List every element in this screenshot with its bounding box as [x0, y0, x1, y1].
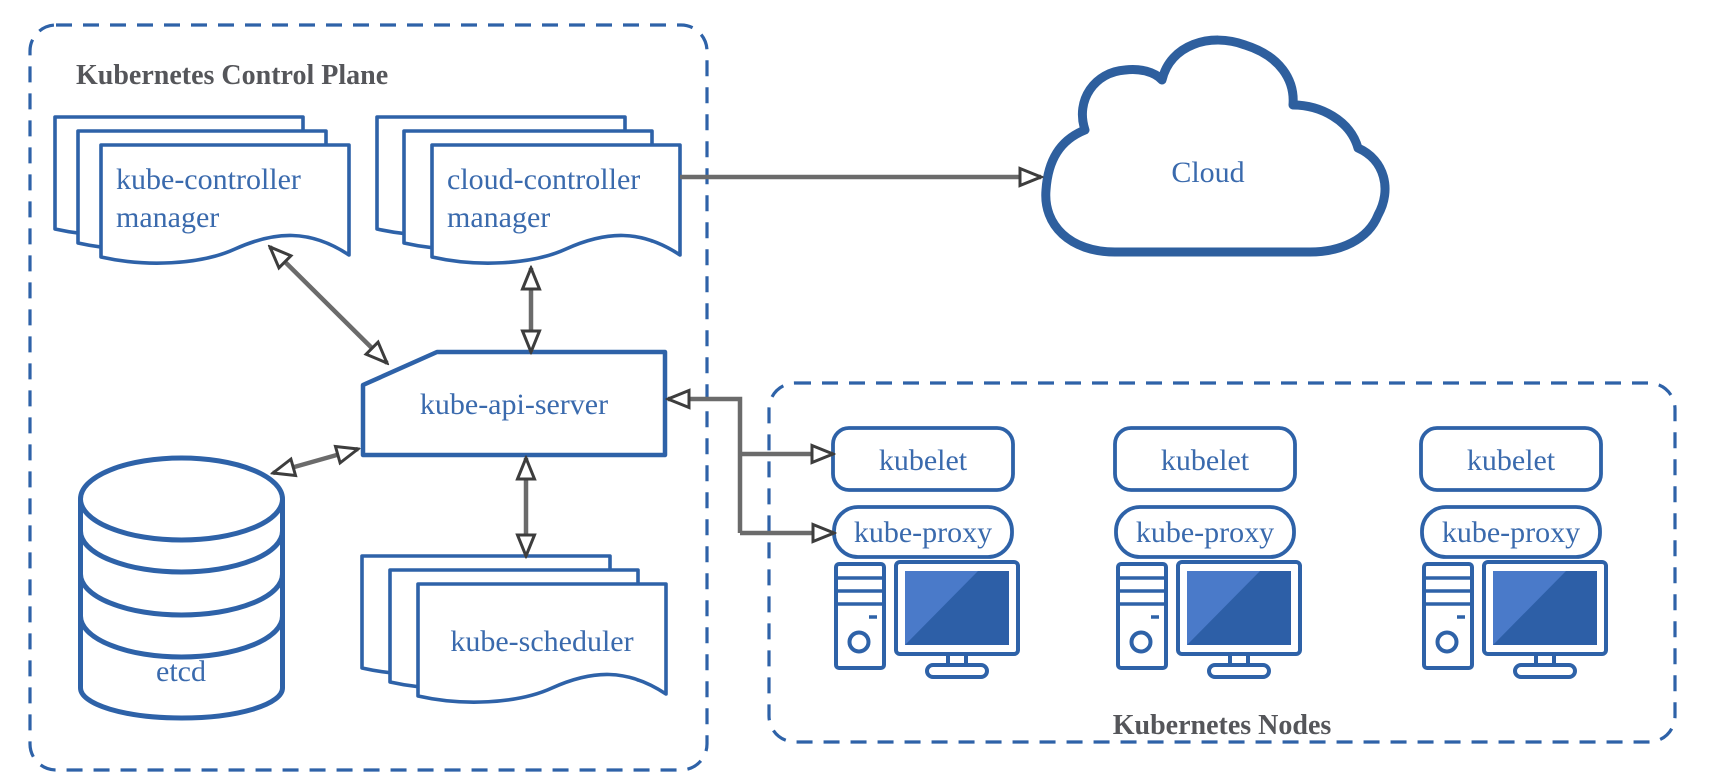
node-2: kubelet kube-proxy [1113, 426, 1302, 679]
computer-icon [834, 560, 1020, 679]
cloud-shape: Cloud [1041, 35, 1390, 257]
kube-api-server-polygon [360, 349, 668, 458]
computer-icon [1116, 560, 1302, 679]
cloud-label: Cloud [1171, 156, 1244, 189]
computer-icon [1422, 560, 1608, 679]
cloud-icon [1041, 35, 1390, 257]
kubelet-label: kubelet [1161, 444, 1250, 477]
node-1: kubelet kube-proxy [831, 426, 1020, 679]
cloud-controller-manager-label-line1: cloud-controller [447, 163, 640, 196]
kube-api-server-label: kube-api-server [420, 388, 608, 421]
etcd-database-icon: etcd [78, 455, 285, 721]
arrow-etcd-api-server [273, 449, 358, 473]
etcd-label: etcd [156, 655, 206, 688]
cloud-controller-manager-label-line2: manager [447, 201, 550, 234]
kube-controller-manager-label-line2: manager [116, 201, 219, 234]
kubelet-box [1419, 426, 1603, 492]
control-plane-title: Kubernetes Control Plane [76, 60, 388, 91]
kubelet-label: kubelet [1467, 444, 1556, 477]
kube-scheduler-label: kube-scheduler [450, 625, 633, 658]
kube-proxy-label: kube-proxy [854, 516, 992, 549]
kube-proxy-label: kube-proxy [1136, 516, 1274, 549]
kube-proxy-box [1114, 505, 1296, 559]
kube-proxy-label: kube-proxy [1442, 516, 1580, 549]
kube-scheduler-shape: kube-scheduler [360, 554, 668, 704]
kubernetes-nodes-title: Kubernetes Nodes [1113, 710, 1332, 741]
kube-controller-manager-label-line1: kube-controller [116, 163, 301, 196]
node-3: kubelet kube-proxy [1419, 426, 1608, 679]
kube-proxy-box [1420, 505, 1602, 559]
arrow-nodes-api-server-trunk [668, 399, 743, 533]
kubelet-box [1113, 426, 1297, 492]
kubelet-label: kubelet [879, 444, 968, 477]
cloud-controller-manager-shape: cloud-controller manager [375, 115, 682, 265]
kube-controller-manager-shape: kube-controller manager [53, 115, 351, 265]
arrow-kube-controller-manager-api-server [270, 247, 387, 363]
kube-api-server-shape: kube-api-server [360, 349, 668, 458]
